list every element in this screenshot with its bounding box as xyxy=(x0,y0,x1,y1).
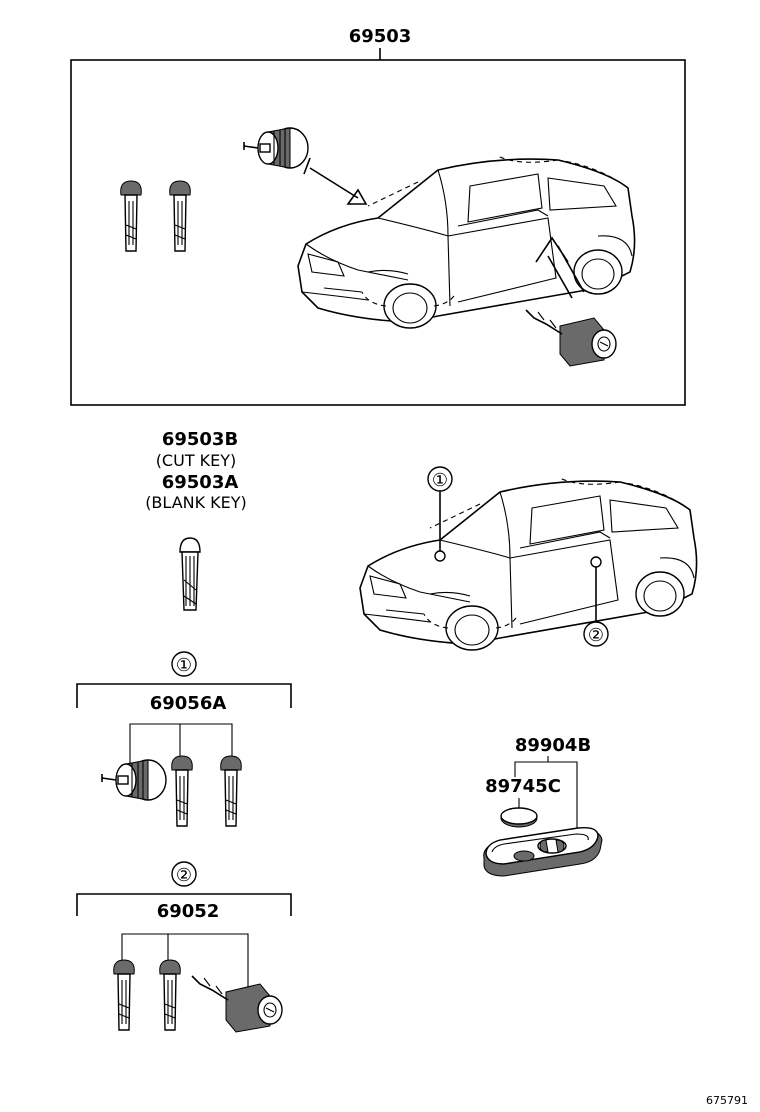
key-icon xyxy=(220,755,242,827)
arrow-to-ignition xyxy=(303,157,368,205)
group-1-leaders xyxy=(129,723,233,770)
location-marker-2-label: ② xyxy=(588,625,604,646)
part-number-69503: 69503 xyxy=(349,26,412,47)
car-location-illustration xyxy=(359,477,698,651)
group-1-bracket xyxy=(76,683,292,708)
key-icon xyxy=(159,959,181,1031)
group-2-leaders xyxy=(121,933,249,990)
ignition-cylinder-icon xyxy=(101,759,167,801)
door-location-dot xyxy=(590,556,602,568)
door-lock-cylinder-icon xyxy=(191,975,283,1033)
door-lock-cylinder-icon xyxy=(525,309,617,367)
blank-key-part-number: 69503A xyxy=(162,472,239,493)
assembly-frame xyxy=(70,59,686,406)
key-icon xyxy=(169,180,191,252)
group-2-bracket xyxy=(76,893,292,916)
group-1-marker-label: ① xyxy=(176,655,192,676)
part-number-69052: 69052 xyxy=(157,901,220,922)
ignition-location-dot xyxy=(434,550,446,562)
car-illustration xyxy=(297,155,636,329)
group-2-marker-label: ② xyxy=(176,865,192,886)
blank-key-label: (BLANK KEY) xyxy=(145,493,247,512)
group-2-marker xyxy=(171,861,197,887)
reference-number: 675791 xyxy=(706,1094,748,1107)
remote-transmitter-icon xyxy=(483,826,603,877)
key-icon xyxy=(113,959,135,1031)
key-icon xyxy=(171,755,193,827)
cut-key-label: (CUT KEY) xyxy=(156,451,237,470)
blank-key-icon xyxy=(179,537,201,611)
location-marker-1-label: ① xyxy=(432,470,448,491)
part-number-69056A: 69056A xyxy=(150,693,227,714)
part-number-89745C: 89745C xyxy=(485,776,561,797)
arrow-from-door xyxy=(535,236,585,299)
key-icon xyxy=(120,180,142,252)
cut-key-part-number: 69503B xyxy=(162,429,238,450)
ignition-cylinder-icon xyxy=(243,127,309,169)
remote-leaders xyxy=(514,756,578,828)
part-number-89904B: 89904B xyxy=(515,735,591,756)
group-1-marker xyxy=(171,651,197,677)
battery-icon xyxy=(500,807,538,828)
